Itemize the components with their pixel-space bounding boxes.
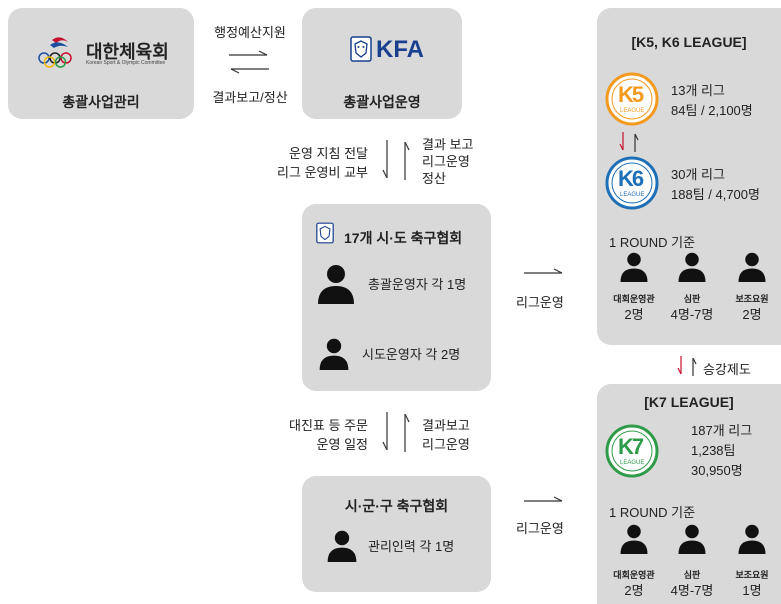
kso-emblem-icon (38, 37, 72, 68)
k6-line1: 30개 리그 (671, 167, 725, 182)
league-op-label-2: 리그운영 (516, 521, 564, 536)
staff-count-1: 2명 (624, 583, 644, 598)
k5-logo-sub: LEAGUE (620, 108, 645, 114)
promotion-label: 승강제도 (703, 362, 751, 377)
k6-logo-text: K6 (618, 166, 644, 191)
league-op-label-1: 리그운영 (516, 295, 564, 310)
k6-line2: 188팀 / 4,700명 (671, 187, 760, 202)
kfa-logo-text: KFA (376, 36, 424, 63)
flow1-left-line-1: 운영 지침 전달 (289, 146, 368, 161)
district-title: 시·군·구 축구협회 (344, 498, 449, 514)
kfa-box: KFA 총괄사업운영 (302, 8, 462, 119)
flow2-left-line-1: 대진표 등 주문 (289, 418, 368, 433)
province-box: 17개 시·도 축구협회 총괄운영자 각 1명 시도운영자 각 2명 (302, 204, 491, 391)
person-icon (327, 530, 357, 562)
kso-logo-subtitle: Korean Sport & Olympic Committee (86, 60, 166, 66)
staff-count-2: 4명-7명 (670, 307, 714, 322)
relegation-down-arrow-icon (619, 132, 624, 151)
staff-role-1: 대회운영관 (613, 294, 655, 304)
kfa-tiger-emblem-icon (350, 36, 372, 62)
district-row1: 관리인력 각 1명 (368, 539, 455, 554)
round-label-bottom: 1 ROUND 기준 (609, 505, 696, 520)
up-arrow-icon (404, 413, 410, 452)
promotion-up-arrow-icon (634, 133, 639, 152)
person-icon (620, 524, 648, 554)
staff-role-2: 심판 (683, 294, 701, 304)
k5-line1: 13개 리그 (671, 83, 725, 98)
staff-count-3: 1명 (742, 583, 762, 598)
k7-logo-text: K7 (618, 434, 644, 459)
province-title: 17개 시·도 축구협회 (344, 230, 463, 246)
person-icon (318, 265, 354, 304)
k5-league-logo-icon (605, 72, 659, 126)
kso-box: 대한체육회 Korean Sport & Olympic Committee 총… (8, 8, 194, 119)
round-label-top: 1 ROUND 기준 (609, 235, 696, 250)
kfa-caption: 총괄사업운영 (343, 94, 421, 110)
flow2-left-text: 대진표 등 주문 운영 일정 (240, 416, 368, 454)
arrow-right-icon (524, 268, 563, 274)
down-arrow-icon (382, 412, 388, 451)
kfa-tiger-emblem-icon (316, 222, 334, 244)
arrow-right-icon (229, 50, 268, 56)
person-icon (738, 252, 766, 282)
flow2-right-line-1: 결과보고 (422, 418, 470, 433)
promotion-up-arrow-icon (692, 357, 697, 376)
k7-line1: 187개 리그 (691, 423, 753, 438)
k7-title: [K7 LEAGUE] (644, 394, 734, 410)
flow2-right-line-2: 리그운영 (422, 437, 470, 452)
staff-count-1: 2명 (624, 307, 644, 322)
province-row1: 총괄운영자 각 1명 (368, 277, 467, 292)
person-icon (678, 524, 706, 554)
flow1-left-line-2: 리그 운영비 교부 (277, 165, 368, 180)
down-arrow-icon (382, 140, 388, 179)
kso-logo-text: 대한체육회 (86, 42, 169, 62)
k5-line2: 84팀 / 2,100명 (671, 103, 753, 118)
k7-line3: 30,950명 (691, 463, 743, 478)
k7-league-logo-icon (605, 424, 659, 478)
k6-league-logo-icon (605, 156, 659, 210)
district-box: 시·군·구 축구협회 관리인력 각 1명 (302, 476, 491, 592)
k5-k6-box: [K5, K6 LEAGUE] K5 LEAGUE 13개 리그 84팀 / 2… (597, 8, 781, 345)
province-row2: 시도운영자 각 2명 (362, 347, 461, 362)
up-arrow-icon (404, 141, 410, 180)
flow1-right-text: 결과 보고 리그운영 정산 (422, 136, 473, 187)
flow2-right-text: 결과보고 리그운영 (422, 416, 470, 454)
k5-logo-text: K5 (618, 82, 644, 107)
k7-line2: 1,238팀 (691, 443, 736, 458)
arrow-right-icon (524, 496, 563, 502)
flow2-left-line-2: 운영 일정 (316, 437, 368, 452)
person-icon (738, 524, 766, 554)
staff-count-3: 2명 (742, 307, 762, 322)
flow1-right-line-2: 리그운영 (422, 154, 470, 169)
person-icon (678, 252, 706, 282)
k7-logo-sub: LEAGUE (620, 460, 645, 466)
k5-k6-title: [K5, K6 LEAGUE] (631, 34, 747, 50)
staff-role-3: 보조요원 (735, 294, 769, 304)
k6-logo-sub: LEAGUE (620, 192, 645, 198)
kso-caption: 총괄사업관리 (62, 94, 140, 110)
arrow-left-icon (230, 68, 269, 74)
k7-box: [K7 LEAGUE] K7 LEAGUE 187개 리그 1,238팀 30,… (597, 384, 781, 604)
staff-role-3: 보조요원 (735, 570, 769, 580)
arrow-bottom-label: 결과보고/정산 (212, 90, 288, 105)
arrow-top-label: 행정예산지원 (214, 25, 286, 40)
person-icon (319, 338, 349, 370)
flow1-right-line-1: 결과 보고 (422, 137, 474, 152)
person-icon (620, 252, 648, 282)
flow1-right-line-3: 정산 (422, 171, 446, 186)
flow1-left-text: 운영 지침 전달 리그 운영비 교부 (240, 144, 368, 182)
staff-role-1: 대회운영관 (613, 570, 655, 580)
staff-count-2: 4명-7명 (670, 583, 714, 598)
staff-role-2: 심판 (683, 570, 701, 580)
relegation-down-arrow-icon (677, 356, 682, 375)
